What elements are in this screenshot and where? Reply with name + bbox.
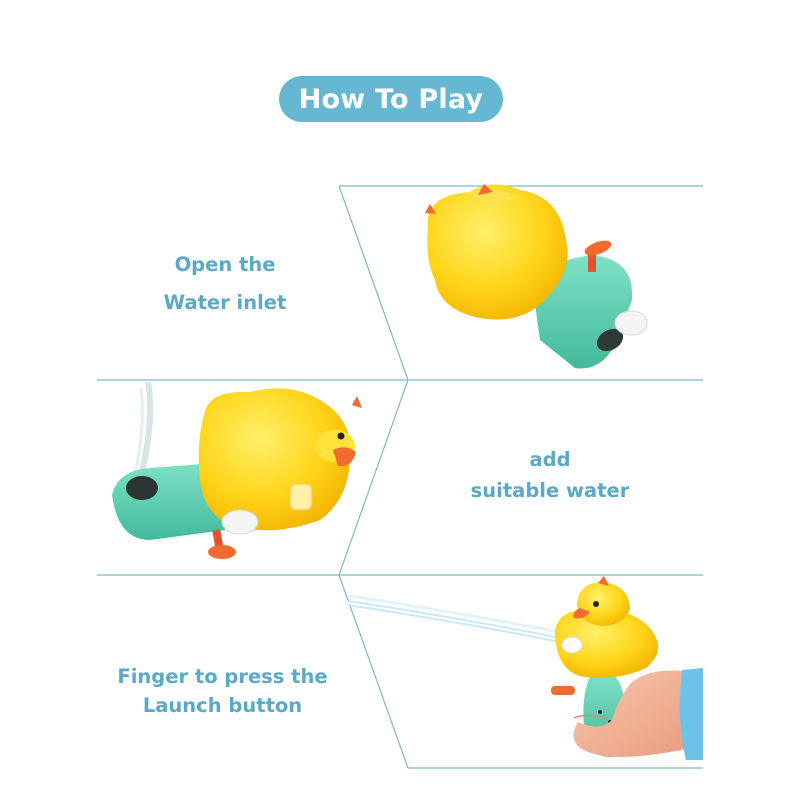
step-3-text: Finger to press the Launch button <box>100 662 345 720</box>
hand-launch-illustration <box>347 576 703 760</box>
step-1-line-2: Water inlet <box>163 291 287 314</box>
frame-chevron-2 <box>338 574 409 769</box>
step-2-line-2: suitable water <box>470 479 630 502</box>
how-to-play-title: How To Play <box>279 76 503 122</box>
step-1-line-1: Open the <box>174 253 276 276</box>
step-3-line-2: Launch button <box>142 694 303 717</box>
step-2-line-1: add <box>529 448 571 471</box>
step-2-text: add suitable water <box>445 444 655 506</box>
step-1-text: Open the Water inlet <box>140 246 310 322</box>
step-3-line-1: Finger to press the <box>117 665 328 688</box>
duck-toy-adding-water-illustration <box>112 381 362 559</box>
duck-toy-open-inlet-illustration <box>425 184 648 369</box>
